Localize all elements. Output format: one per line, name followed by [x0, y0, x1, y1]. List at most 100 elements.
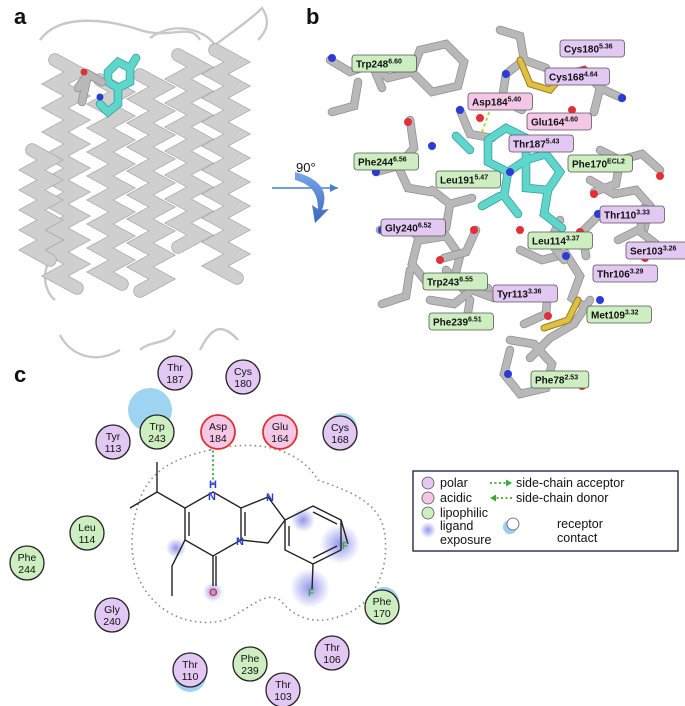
- interaction-residue-glu164: Glu164: [262, 414, 298, 450]
- residue-disc: [265, 672, 301, 706]
- residue-tag-glu164: Glu1644.60: [526, 112, 592, 131]
- residue-number: 243: [148, 433, 166, 445]
- interaction-residue-phe170: Phe170: [364, 587, 400, 625]
- residue-tag-box: [527, 231, 593, 250]
- legend-acidic: acidic: [440, 491, 472, 505]
- interaction-residue-cys168: Cys168: [322, 413, 358, 451]
- residue-name: Phe: [241, 653, 260, 665]
- residue-disc: [95, 424, 131, 460]
- legend-exposure-swatch: [420, 522, 436, 538]
- residue-tag-label: Glu1644.60: [531, 117, 578, 129]
- carbonyl-oxygen-label: O: [209, 587, 218, 599]
- residue-tag-label: Phe170ECL2: [572, 159, 625, 171]
- residue-disc: [262, 414, 298, 450]
- residue-number: 170: [373, 608, 391, 620]
- residue-tag-label: Thr1103.33: [604, 210, 650, 222]
- residue-disc: [225, 359, 261, 395]
- legend-side-chain-acceptor: side-chain acceptor: [516, 476, 624, 490]
- residue-name: Glu: [272, 421, 289, 433]
- residue-tag-label: Trp2436.55: [427, 277, 473, 289]
- residue-tag-gly240: Gly2406.52: [380, 218, 446, 237]
- nh-nitrogen-label: N: [208, 491, 216, 503]
- residue-disc: [364, 589, 400, 625]
- residue-number: 168: [331, 434, 349, 446]
- residue-tag-label: Phe2446.56: [358, 157, 407, 169]
- residue-disc: [139, 414, 175, 450]
- residue-tag-box: [467, 92, 533, 111]
- residue-number: 103: [274, 691, 292, 703]
- residue-tag-tyr113: Tyr1133.36: [492, 284, 558, 303]
- legend-exposure: exposure: [440, 533, 491, 547]
- panel-label-c: c: [14, 362, 26, 387]
- residue-disc: [94, 597, 130, 633]
- residue-tag-leu114: Leu1143.37: [527, 231, 593, 250]
- residue-number: 106: [323, 654, 341, 666]
- residue-disc: [322, 415, 358, 451]
- residue-number: 184: [209, 433, 227, 445]
- residue-tag-box: [544, 67, 610, 86]
- residue-tag-box: [526, 112, 592, 131]
- legend-lipophilic: lipophilic: [440, 506, 488, 520]
- ligand-exposure-halos: [166, 508, 360, 608]
- interaction-residue-phe244: Phe244: [9, 545, 45, 581]
- residue-tag-box: [351, 54, 417, 73]
- residue-name: Gly: [104, 604, 121, 616]
- residue-name: Leu: [78, 522, 96, 534]
- residue-tag-box: [422, 272, 488, 291]
- residue-tag-label: Tyr1133.36: [497, 289, 542, 301]
- residue-name: Cys: [234, 366, 252, 378]
- residue-tag-phe244: Phe2446.56: [353, 152, 419, 171]
- residue-tag-met109: Met1093.32: [586, 305, 652, 324]
- residue-tag-label: Leu1915.47: [440, 175, 488, 187]
- interaction-residue-trp243: Trp243: [128, 388, 175, 450]
- residue-tag-label: Cys1684.64: [549, 72, 598, 84]
- residue-number: 187: [166, 374, 184, 386]
- residue-disc: [200, 414, 236, 450]
- legend-lipophilic-swatch: [421, 506, 435, 520]
- panel-label-b: b: [306, 4, 319, 29]
- interaction-residue-thr110: Thr110: [172, 652, 208, 692]
- interaction-residue-asp184: Asp184: [200, 414, 236, 450]
- bound-ligand-in-pocket: [73, 53, 141, 118]
- residue-tag-label: Cys1805.36: [564, 44, 613, 56]
- residue-tag-cys180: Cys1805.36: [559, 39, 625, 58]
- residue-name: Phe: [18, 552, 37, 564]
- residue-number: 180: [234, 378, 252, 390]
- residue-tag-thr106: Thr1063.29: [592, 264, 658, 283]
- nh-hydrogen-label: H: [209, 479, 217, 491]
- legend-receptor: receptor: [557, 517, 603, 531]
- residue-tag-box: [428, 312, 494, 331]
- residue-tag-leu191: Leu1915.47: [435, 170, 501, 189]
- residue-tag-box: [380, 218, 446, 237]
- imidazole-nitrogen-label: N: [266, 492, 274, 504]
- legend-acidic-swatch: [421, 491, 435, 505]
- residue-number: 113: [105, 443, 122, 455]
- interaction-residues: Thr187Cys180Trp243Asp184Glu164Cys168Tyr1…: [9, 355, 400, 706]
- residue-tag-box: [592, 264, 658, 283]
- interaction-residue-thr106: Thr106: [314, 635, 350, 671]
- rotation-arrow: 90°: [272, 160, 338, 223]
- residue-tag-box: [353, 152, 419, 171]
- residue-number: 244: [18, 564, 36, 576]
- residue-tag-box: [625, 241, 685, 260]
- residue-tag-box: [599, 205, 665, 224]
- residue-tag-trp243: Trp2436.55: [422, 272, 488, 291]
- legend: polar acidic lipophilic ligand exposure …: [412, 470, 679, 552]
- residue-tag-phe170: Phe170ECL2: [567, 154, 633, 173]
- residue-disc: [232, 646, 268, 682]
- panel-label-a: a: [14, 4, 27, 29]
- residue-tag-box: [508, 134, 574, 153]
- residue-name: Thr: [275, 679, 291, 691]
- residue-disc: [314, 635, 350, 671]
- residue-name: Tyr: [106, 431, 121, 443]
- rotation-label: 90°: [296, 160, 316, 175]
- residue-tag-box: [530, 370, 590, 389]
- residue-name: Thr: [182, 659, 198, 671]
- residue-tag-label: Ser1033.26: [630, 246, 677, 258]
- residue-tag-label: Gly2406.52: [385, 223, 432, 235]
- residue-number: 239: [241, 665, 259, 677]
- residue-number: 114: [79, 534, 96, 546]
- residue-tag-label: Leu1143.37: [532, 236, 580, 248]
